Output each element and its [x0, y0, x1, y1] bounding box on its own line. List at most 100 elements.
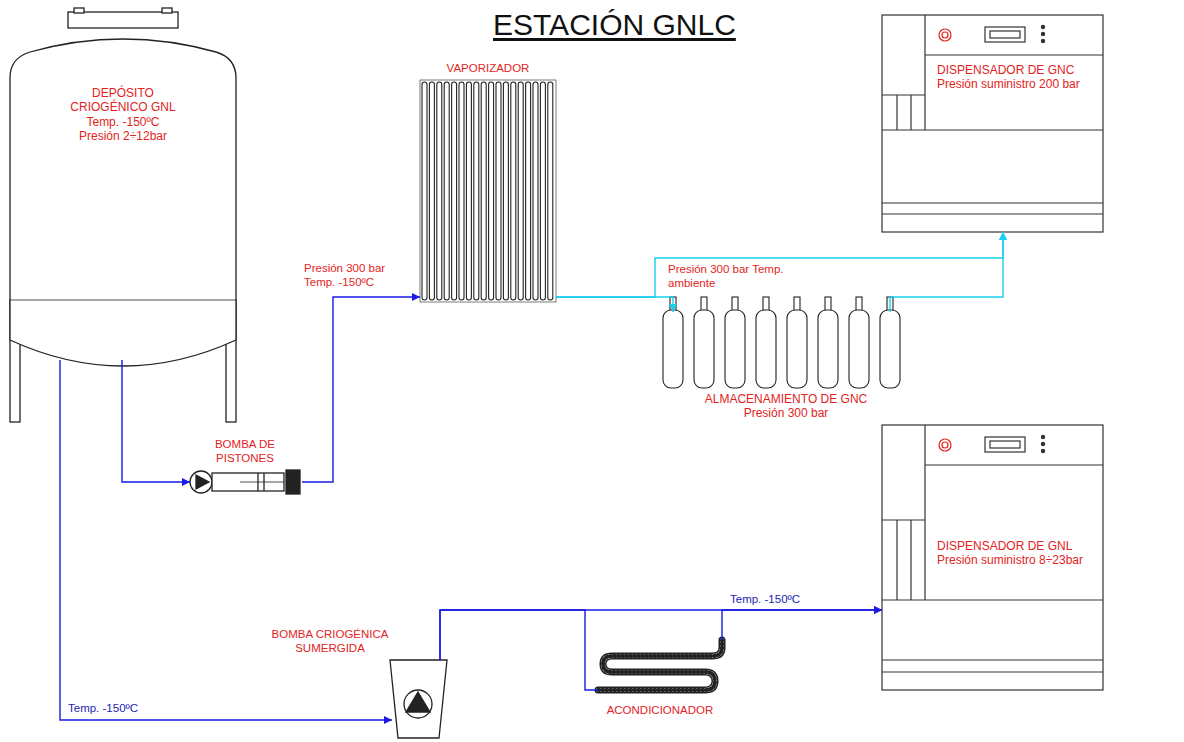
pipe-label: Presión 300 bar Temp. ambiente: [666, 263, 800, 291]
node-detail: Presión suministro 200 bar: [937, 77, 1080, 91]
storage-cylinders-part: [694, 310, 714, 388]
cryogenic-pump-symbol-part: [390, 660, 447, 738]
piston-pump-symbol-part: [240, 482, 284, 483]
gnc-dispenser-drawing-part: [924, 15, 925, 130]
tank-drawing-part: [10, 39, 236, 366]
storage-cylinders-part: [787, 310, 807, 388]
cryogenic-pump-symbol-part: [406, 692, 430, 712]
vaporizer-fins-part: [452, 82, 457, 300]
gnc-dispenser-drawing-part: [939, 29, 951, 41]
gnl-dispenser-drawing-part: [882, 519, 925, 520]
vaporizer-fins-part: [548, 82, 553, 300]
tank-drawing-part: [68, 12, 178, 28]
tank-drawing-part: [10, 300, 236, 301]
gnl-dispenser-drawing-part: [939, 439, 951, 451]
tank-drawing-part: [162, 8, 172, 13]
vaporizer-fins-part: [481, 82, 486, 300]
cryogenic-tank: DEPÓSITO CRIOGÉNICO GNLTemp. -150ºCPresi…: [10, 20, 236, 360]
gnc-dispenser-drawing-part: [1041, 25, 1044, 28]
conditioner-coil-part: [598, 640, 722, 690]
vaporizer-fins-part: [459, 82, 464, 300]
gnc-dispenser-drawing-part: [882, 202, 1103, 203]
storage-cylinders-part: [756, 310, 776, 388]
pipe-label: Presión 300 bar Temp. -150ºC: [302, 262, 398, 290]
node-title: ACONDICIONADOR: [588, 704, 732, 718]
storage-cylinders-part: [880, 310, 900, 388]
gnc-dispenser: DISPENSADOR DE GNCPresión suministro 200…: [882, 15, 1103, 232]
storage-cylinders-part: [849, 310, 869, 388]
gnc-dispenser-drawing: [882, 15, 1103, 232]
gnc-dispenser-drawing-part: [942, 32, 948, 38]
pipe-connector: [722, 610, 882, 640]
gnl-dispenser-drawing-part: [925, 464, 1103, 465]
pipe-connector: [890, 232, 1003, 312]
piston-pump-symbol: [190, 470, 300, 494]
gnl-dispenser-drawing-part: [910, 520, 911, 600]
tank-drawing: [10, 8, 236, 422]
pipe-connector: [556, 232, 1003, 297]
gnc-storage: ALMACENAMIENTO DE GNCPresión 300 bar: [660, 312, 912, 437]
cryogenic-pump-symbol: [390, 660, 447, 738]
pipe-connector: [556, 297, 673, 312]
pipe-connector: [60, 360, 392, 720]
vaporizer-fins-part: [422, 82, 427, 300]
gnl-dispenser-drawing-part: [882, 425, 1103, 690]
piston-pump-symbol-part: [212, 473, 284, 491]
gnl-dispenser-drawing-part: [896, 520, 897, 600]
node-title: BOMBA DE PISTONES: [195, 438, 295, 466]
gnl-dispenser-drawing-part: [1041, 442, 1044, 445]
vaporizer-fins: [420, 80, 556, 302]
piston-pump: BOMBA DE PISTONES: [190, 470, 302, 495]
vaporizer-fins-part: [437, 82, 442, 300]
pipe-label: Temp. -150ºC: [728, 593, 802, 607]
tank-drawing-part: [74, 8, 84, 13]
node-detail: Presión suministro 8÷23bar: [937, 553, 1083, 567]
gnl-dispenser-drawing: [882, 425, 1103, 690]
vaporizer-fins-part: [496, 82, 501, 300]
vaporizer-fins-part: [444, 82, 449, 300]
node-detail: Presión 2÷12bar: [79, 129, 167, 143]
gnl-dispenser-drawing-part: [924, 425, 925, 600]
conditioner-coil-part: [598, 640, 722, 690]
vaporizer: VAPORIZADOR: [420, 80, 556, 302]
pipe-connector: [302, 297, 420, 482]
gnl-dispenser-drawing-part: [990, 441, 1020, 448]
pipe-connector: [440, 610, 882, 660]
vaporizer-fins-part: [489, 82, 494, 300]
gnc-dispenser-drawing-part: [925, 54, 1103, 55]
gnc-dispenser-drawing-part: [990, 31, 1020, 38]
gnc-dispenser-drawing-part: [896, 95, 897, 130]
storage-cylinders-part: [663, 310, 683, 388]
gnl-dispenser-drawing-part: [882, 599, 1103, 600]
vaporizer-fins-part: [466, 82, 471, 300]
node-title: DISPENSADOR DE GNC: [937, 63, 1074, 77]
diagram-title: ESTACIÓN GNLC: [493, 8, 736, 42]
pipe-connector: [440, 610, 598, 690]
storage-cylinders-part: [818, 310, 838, 388]
pipe-connector: [122, 360, 190, 482]
gnl-dispenser-drawing-part: [985, 437, 1025, 452]
conditioner-coil: [598, 640, 722, 690]
vaporizer-fins-part: [429, 82, 434, 300]
cryogenic-pump-symbol-part: [404, 690, 432, 718]
gnl-dispenser-drawing-part: [942, 442, 948, 448]
vaporizer-fins-part: [533, 82, 538, 300]
gnl-dispenser-drawing-part: [882, 671, 1103, 672]
vaporizer-fins-part: [540, 82, 545, 300]
gnc-dispenser-drawing-part: [1041, 39, 1044, 42]
node-title: BOMBA CRIOGÉNICA SUMERGIDA: [260, 628, 400, 656]
gnc-dispenser-drawing-part: [985, 27, 1025, 42]
conditioner: ACONDICIONADOR: [598, 640, 722, 700]
gnc-dispenser-drawing-part: [1041, 32, 1044, 35]
gnl-dispenser-drawing-part: [882, 659, 1103, 660]
vaporizer-fins-part: [474, 82, 479, 300]
node-title: DISPENSADOR DE GNL: [937, 539, 1072, 553]
gnl-dispenser: DISPENSADOR DE GNLPresión suministro 8÷2…: [882, 425, 1103, 690]
node-title: ALMACENAMIENTO DE GNC: [705, 392, 867, 406]
gnc-dispenser-drawing-part: [910, 95, 911, 130]
gnc-dispenser-drawing-part: [882, 129, 1103, 130]
node-title: DEPÓSITO CRIOGÉNICO GNL: [63, 86, 183, 115]
storage-cylinders: [663, 297, 900, 388]
conditioner-coil-part: [598, 640, 722, 690]
